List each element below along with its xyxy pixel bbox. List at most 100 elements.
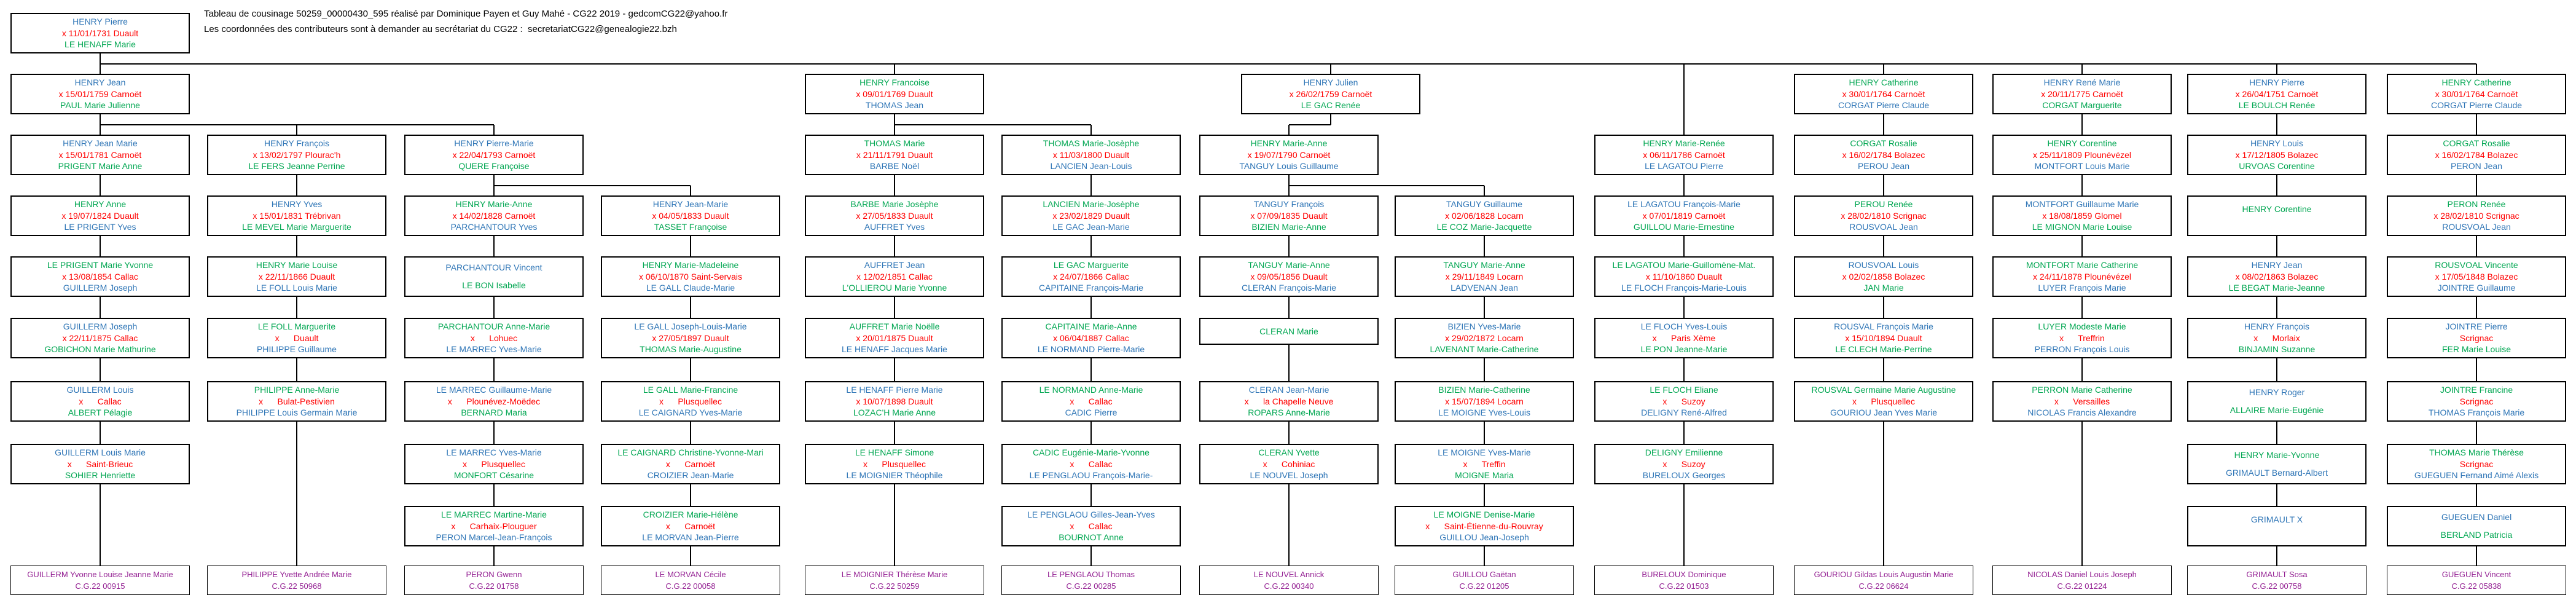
spouse-name: PARCHANTOUR Yves: [450, 222, 538, 232]
marriage-date-place: x 29/02/1872 Locarn: [1445, 333, 1524, 343]
cg22-number: C.G.22 00340: [1264, 581, 1314, 591]
cg22-number: C.G.22 06624: [1858, 581, 1909, 591]
spouse-name: LE HENAFF Marie: [65, 39, 136, 49]
spouse-name: TASSET Françoise: [654, 222, 727, 232]
spouse-name: DELIGNY René-Alfred: [1641, 408, 1727, 417]
person-name: LE GALL Joseph-Louis-Marie: [634, 322, 747, 332]
person-name: HENRY Pierre: [72, 17, 128, 27]
person-name: HENRY Julien: [1303, 78, 1358, 88]
spouse-name: MONFORT Césarine: [453, 470, 534, 480]
marriage-date-place: x 27/05/1833 Duault: [856, 211, 933, 221]
marriage-date-place: x 02/06/1828 Locarn: [1445, 211, 1524, 221]
person-name: CORGAT Rosalie: [2443, 139, 2510, 149]
contributor-name: LE MOIGNIER Thérèse Marie: [841, 570, 948, 579]
spouse-name: LE MOIGNE Yves-Louis: [1438, 408, 1530, 417]
person-name: HENRY Pierre: [2249, 78, 2304, 88]
spouse-name: AUFFRET Yves: [864, 222, 925, 232]
marriage-date-place: x Callac: [79, 396, 122, 406]
spouse-name: FER Marie Louise: [2441, 344, 2511, 354]
spouse-name: ROPARS Anne-Marie: [1248, 408, 1330, 417]
person-name: LE MOIGNE Denise-Marie: [1433, 510, 1535, 520]
spouse-name: LE MEVEL Marie Marguerite: [242, 222, 351, 232]
marriage-date-place: x Plusquellec: [863, 459, 926, 469]
person-name: HENRY Yves: [271, 200, 323, 210]
person-name: HENRY Jean: [2251, 261, 2303, 270]
marriage-date-place: x 09/05/1856 Duault: [1250, 272, 1328, 282]
marriage-date-place: x Carnoët: [665, 459, 716, 469]
person-name: AUFFRET Jean: [864, 261, 925, 270]
contributor-name: LE MORVAN Cécile: [655, 570, 726, 579]
person-name: CAPITAINE Marie-Anne: [1045, 322, 1137, 332]
marriage-date-place: x 28/02/1810 Scrignac: [1841, 211, 1927, 221]
chart-title: Tableau de cousinage 50259_00000430_595 …: [204, 9, 728, 19]
person-name: LE MARREC Guillaume-Marie: [436, 385, 552, 395]
spouse-name: SOHIER Henriette: [65, 470, 136, 480]
marriage-date-place: x 15/10/1894 Duault: [1845, 333, 1922, 343]
spouse-name: PEROU Jean: [1857, 161, 1910, 171]
person-name: CLERAN Yvette: [1258, 448, 1320, 458]
marriage-date-place: x 15/01/1781 Carnoët: [58, 150, 142, 160]
person-name: HENRY Francoise: [859, 78, 930, 88]
spouse-name: BERLAND Patricia: [2440, 530, 2513, 540]
spouse-name: LUYER François Marie: [2038, 283, 2126, 293]
marriage-date-place: x Carhaix-Plouguer: [451, 521, 537, 531]
marriage-date-place: x Paris Xème: [1652, 333, 1716, 343]
cg22-number: C.G.22 00758: [2252, 581, 2302, 591]
marriage-date-place: x Suzoy: [1662, 459, 1705, 469]
spouse-name: LE BOULCH Renée: [2238, 100, 2316, 110]
marriage-date-place: x 11/10/1860 Duault: [1645, 272, 1723, 282]
marriage-date-place: x Callac: [1070, 459, 1113, 469]
contributor-name: PERON Gwenn: [466, 570, 522, 579]
marriage-date-place: x la Chapelle Neuve: [1244, 396, 1334, 406]
spouse-name: LE FOLL Louis Marie: [256, 283, 337, 293]
person-name: GRIMAULT X: [2250, 514, 2303, 524]
marriage-date-place: x 12/02/1851 Callac: [856, 272, 933, 282]
cg22-number: C.G.22 00285: [1066, 581, 1116, 591]
spouse-name: MONTFORT Louis Marie: [2034, 161, 2130, 171]
spouse-name: ALLAIRE Marie-Eugénie: [2230, 406, 2324, 415]
spouse-name: LADVENAN Jean: [1450, 283, 1518, 293]
person-name: THOMAS Marie: [864, 139, 925, 149]
marriage-date-place: x 08/02/1863 Bolazec: [2235, 272, 2319, 282]
marriage-date-place: x 02/02/1858 Bolazec: [1842, 272, 1925, 282]
person-name: GUILLERM Louis: [66, 385, 134, 395]
person-name: PARCHANTOUR Vincent: [445, 263, 542, 272]
spouse-name: L'OLLIEROU Marie Yvonne: [842, 283, 947, 293]
marriage-date-place: x 21/11/1791 Duault: [856, 150, 933, 160]
spouse-name: LE CLECH Marie-Perrine: [1835, 344, 1932, 354]
marriage-date-place: x 15/07/1894 Locarn: [1445, 396, 1524, 406]
person-name: LANCIEN Marie-Josèphe: [1043, 200, 1140, 210]
contributor-name: PHILIPPE Yvette Andrée Marie: [241, 570, 352, 579]
person-name: BARBE Marie Josèphe: [850, 200, 939, 210]
spouse-name: LOZAC'H Marie Anne: [853, 408, 936, 417]
spouse-name: LE CAIGNARD Yves-Marie: [638, 408, 743, 417]
spouse-name: GUILLOU Jean-Joseph: [1439, 532, 1529, 542]
cg22-number: C.G.22 00058: [665, 581, 716, 591]
marriage-date-place: x Callac: [1070, 521, 1113, 531]
spouse-name: LE MIGNON Marie Louise: [2032, 222, 2132, 232]
spouse-name: LE PRIGENT Yves: [64, 222, 136, 232]
spouse-name: NICOLAS Francis Alexandre: [2027, 408, 2137, 417]
marriage-date-place: x 11/03/1800 Duault: [1052, 150, 1130, 160]
